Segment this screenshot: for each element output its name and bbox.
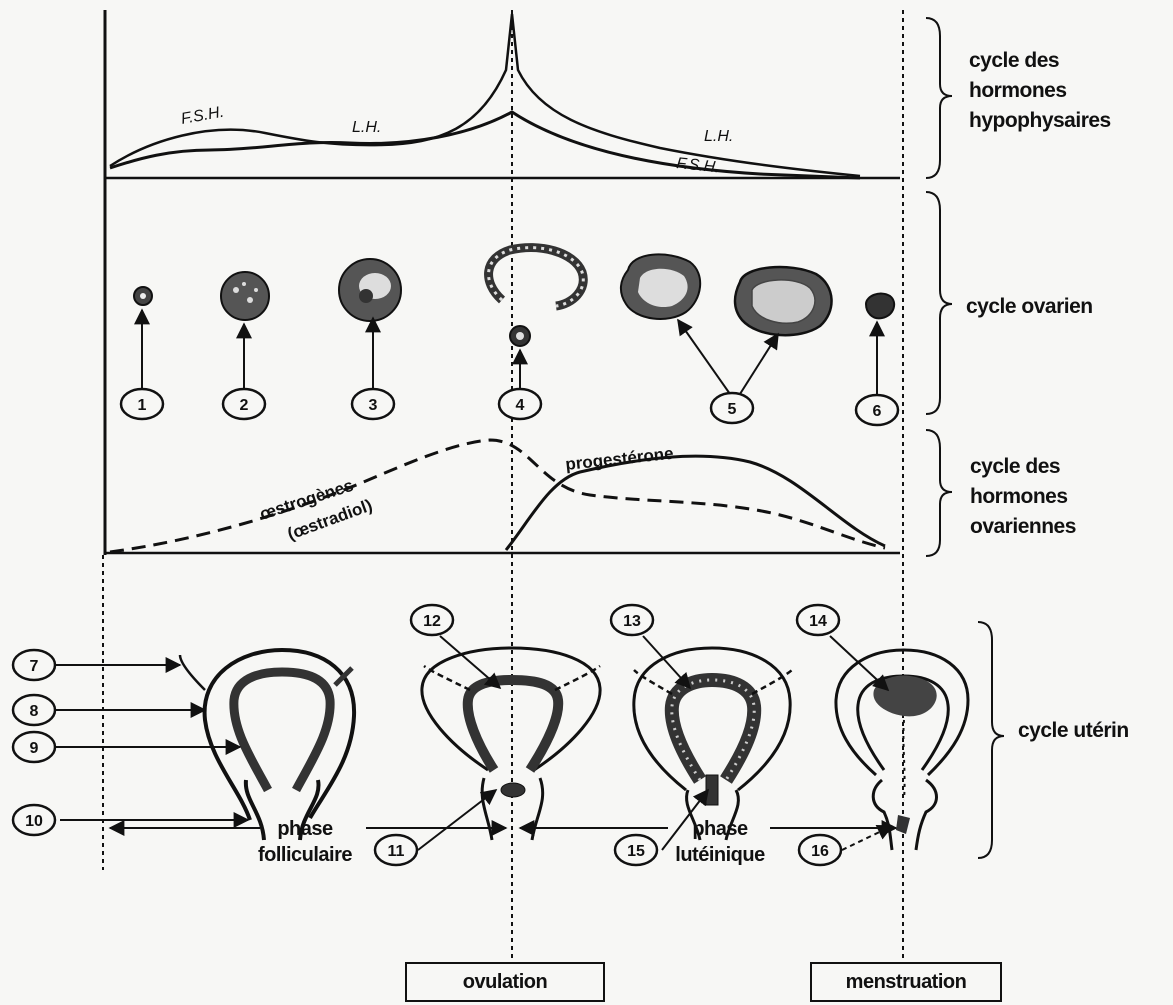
brace-uterin (978, 622, 1004, 858)
uterus-4-fill (873, 676, 936, 717)
brace-ovariennes (926, 430, 952, 556)
follicle-2 (221, 272, 269, 320)
marker-6: 6 (856, 395, 898, 425)
uterus-4-blood (896, 815, 910, 834)
uterus-1-cavity (234, 672, 330, 790)
ovulation-box: ovulation (405, 962, 605, 1002)
ovarian-structures (134, 248, 894, 346)
fsh-curve (110, 14, 860, 176)
marker-2: 2 (223, 389, 265, 419)
marker-number: 7 (30, 658, 39, 675)
marker-12: 12 (411, 605, 453, 635)
marker-10: 10 (13, 805, 55, 835)
uterus-3-cavity (672, 680, 754, 780)
marker-number: 8 (30, 703, 39, 720)
marker-14: 14 (797, 605, 839, 635)
label-cycle-hormones-hypophysaires: cycle des hormones hypophysaires (969, 46, 1111, 136)
pituitary-curves (110, 14, 860, 178)
marker-5: 5 (711, 393, 753, 423)
marker-9: 9 (13, 732, 55, 762)
marker-8: 8 (13, 695, 55, 725)
uterus-4-cervix (873, 780, 936, 850)
follicle-3 (339, 259, 401, 321)
marker-16: 16 (799, 835, 841, 865)
label-cycle-uterin: cycle utérin (1018, 716, 1129, 746)
brace-ovarien (926, 192, 952, 414)
lh-curve (110, 112, 860, 178)
marker-number: 4 (516, 397, 525, 414)
marker-number: 2 (240, 397, 249, 414)
fsh-right-label: F.S.H. (676, 155, 721, 176)
corpus-luteum-young (621, 254, 700, 319)
marker-number: 16 (811, 843, 829, 860)
lh-right-label: L.H. (704, 128, 733, 145)
marker-1: 1 (121, 389, 163, 419)
marker-number: 12 (423, 613, 441, 630)
marker-number: 13 (623, 613, 641, 630)
marker-number: 6 (873, 403, 882, 420)
uterus-2-mucus (501, 783, 525, 797)
marker-13: 13 (611, 605, 653, 635)
ovocyte (510, 326, 530, 346)
marker-number: 5 (728, 401, 737, 418)
cycle-braces (926, 18, 1004, 858)
marker-number: 9 (30, 740, 39, 757)
uterus-luteal (634, 648, 792, 840)
corpus-luteum-mature (735, 267, 832, 335)
marker-7: 7 (13, 650, 55, 680)
label-cycle-ovarien: cycle ovarien (966, 292, 1093, 322)
label-cycle-hormones-ovariennes: cycle des hormones ovariennes (970, 452, 1076, 542)
follicle-1 (134, 287, 152, 305)
label-phase-folliculaire: phase folliculaire (220, 816, 390, 868)
corpus-albicans (866, 294, 894, 319)
uterus-1-tube-left (180, 655, 205, 690)
marker-number: 14 (809, 613, 827, 630)
ovarian-hormone-curves (110, 440, 885, 552)
uterus-3-outline (634, 648, 790, 790)
marker-3: 3 (352, 389, 394, 419)
menstruation-box: menstruation (810, 962, 1002, 1002)
ovulated-follicle (489, 248, 584, 306)
marker-4: 4 (499, 389, 541, 419)
fsh-left-label: F.S.H. (180, 104, 226, 128)
oestrogen-curve (110, 440, 885, 552)
label-phase-luteinique: phase lutéinique (640, 816, 800, 868)
marker-number: 11 (388, 843, 405, 860)
progesterone-label: progestérone (564, 444, 674, 474)
uterus-menstrual-phase (180, 650, 354, 840)
uterus-premenstrual (836, 650, 968, 850)
lh-left-label: L.H. (352, 119, 381, 136)
marker-number: 1 (138, 397, 147, 414)
marker-number: 10 (25, 813, 43, 830)
brace-hypophysaires (926, 18, 952, 178)
marker-number: 3 (369, 397, 378, 414)
